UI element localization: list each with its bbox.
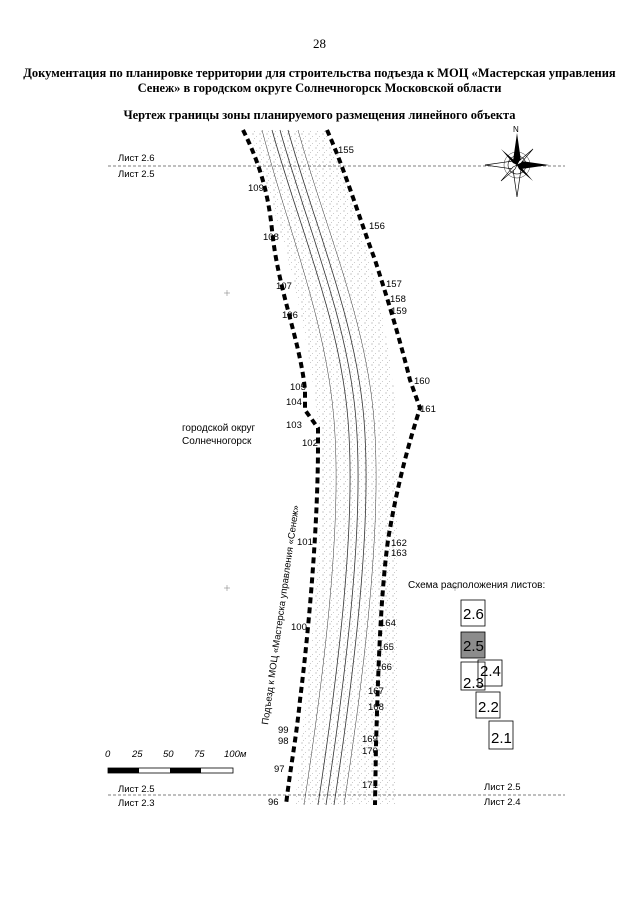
scale-tick: 25 xyxy=(131,749,143,760)
scale-tick: 100м xyxy=(224,749,247,760)
point-label: 100 xyxy=(291,622,307,633)
sheet-label-bottom-right-lower: Лист 2.4 xyxy=(484,797,521,808)
point-label: 101 xyxy=(297,537,313,548)
point-label: 159 xyxy=(391,306,407,317)
sheet-lines xyxy=(108,165,565,796)
scale-tick: 50 xyxy=(163,749,174,760)
point-label: 99 xyxy=(278,725,289,736)
page-number: 28 xyxy=(313,36,326,51)
road-lines xyxy=(261,129,377,806)
sheet-tile-2-2: 2.2 xyxy=(475,691,501,719)
area-label-line1: городской округ xyxy=(182,423,256,434)
point-label: 163 xyxy=(391,548,407,559)
area-label-line2: Солнечногорск xyxy=(182,436,252,447)
sheet-tile-2-3: 2.3 xyxy=(460,661,486,692)
point-label: 107 xyxy=(276,281,292,292)
sheet-schema-title: Схема расположения листов: xyxy=(408,580,545,591)
drawing-subtitle: Чертеж границы зоны планируемого размеще… xyxy=(123,108,516,122)
svg-text:2.3: 2.3 xyxy=(463,675,484,692)
point-label: 165 xyxy=(378,642,394,653)
point-label: 98 xyxy=(278,736,289,747)
sheet-label-top-upper: Лист 2.6 xyxy=(118,153,155,164)
point-label: 105 xyxy=(290,382,306,393)
point-label: 156 xyxy=(369,221,385,232)
document-title: Документация по планировке территории дл… xyxy=(23,66,616,95)
svg-text:2.6: 2.6 xyxy=(463,606,484,623)
point-label: 171 xyxy=(362,780,378,791)
sheet-label-top-lower: Лист 2.5 xyxy=(118,169,155,180)
zone-boundary xyxy=(241,129,423,806)
point-label: 158 xyxy=(390,294,406,305)
point-label: 108 xyxy=(263,232,279,243)
left-point-labels: 109 108 107 106 105 104 103 102 101 100 … xyxy=(248,183,318,808)
point-label: 164 xyxy=(380,618,396,629)
point-label: 162 xyxy=(391,538,407,549)
sheet-tile-2-4: 2.4 xyxy=(477,659,503,687)
compass-north-label: N xyxy=(513,125,519,134)
road-label: Подъезд к МОЦ «Мастерска управления «Сен… xyxy=(260,505,302,726)
point-label: 155 xyxy=(338,145,354,156)
sheet-label-bottom-right-upper: Лист 2.5 xyxy=(484,782,521,793)
sheet-label-bottom-left-lower: Лист 2.3 xyxy=(118,798,155,809)
scale-tick: 0 xyxy=(105,749,111,760)
point-label: 102 xyxy=(302,438,318,449)
sheet-tile-2-5-current: 2.5 xyxy=(460,631,486,659)
grid-crosses xyxy=(224,290,458,591)
sheet-schema: 2.6 2.5 2.4 2.3 2.2 2.1 xyxy=(460,599,514,750)
point-label: 160 xyxy=(414,376,430,387)
point-label: 104 xyxy=(286,397,302,408)
svg-text:2.2: 2.2 xyxy=(478,699,499,716)
scale-bar xyxy=(107,767,234,774)
point-label: 170 xyxy=(362,746,378,757)
point-label: 168 xyxy=(368,702,384,713)
sheet-tile-2-1: 2.1 xyxy=(488,720,514,750)
sheet-label-bottom-left-upper: Лист 2.5 xyxy=(118,784,155,795)
svg-text:2.1: 2.1 xyxy=(491,730,512,747)
scale-tick: 75 xyxy=(194,749,205,760)
point-label: 106 xyxy=(282,310,298,321)
point-label: 166 xyxy=(376,662,392,673)
point-label: 103 xyxy=(286,420,302,431)
point-label: 157 xyxy=(386,279,402,290)
sheet-tile-2-6: 2.6 xyxy=(460,599,486,627)
right-point-labels: 155 156 157 158 159 160 161 162 163 164 … xyxy=(338,145,436,791)
point-label: 169 xyxy=(362,734,378,745)
svg-text:2.5: 2.5 xyxy=(463,638,484,655)
point-label: 96 xyxy=(268,797,279,808)
compass-rose-icon xyxy=(484,133,549,198)
terrain-band xyxy=(250,130,399,805)
point-label: 109 xyxy=(248,183,264,194)
point-label: 161 xyxy=(420,404,436,415)
point-label: 167 xyxy=(368,686,384,697)
point-label: 97 xyxy=(274,764,285,775)
